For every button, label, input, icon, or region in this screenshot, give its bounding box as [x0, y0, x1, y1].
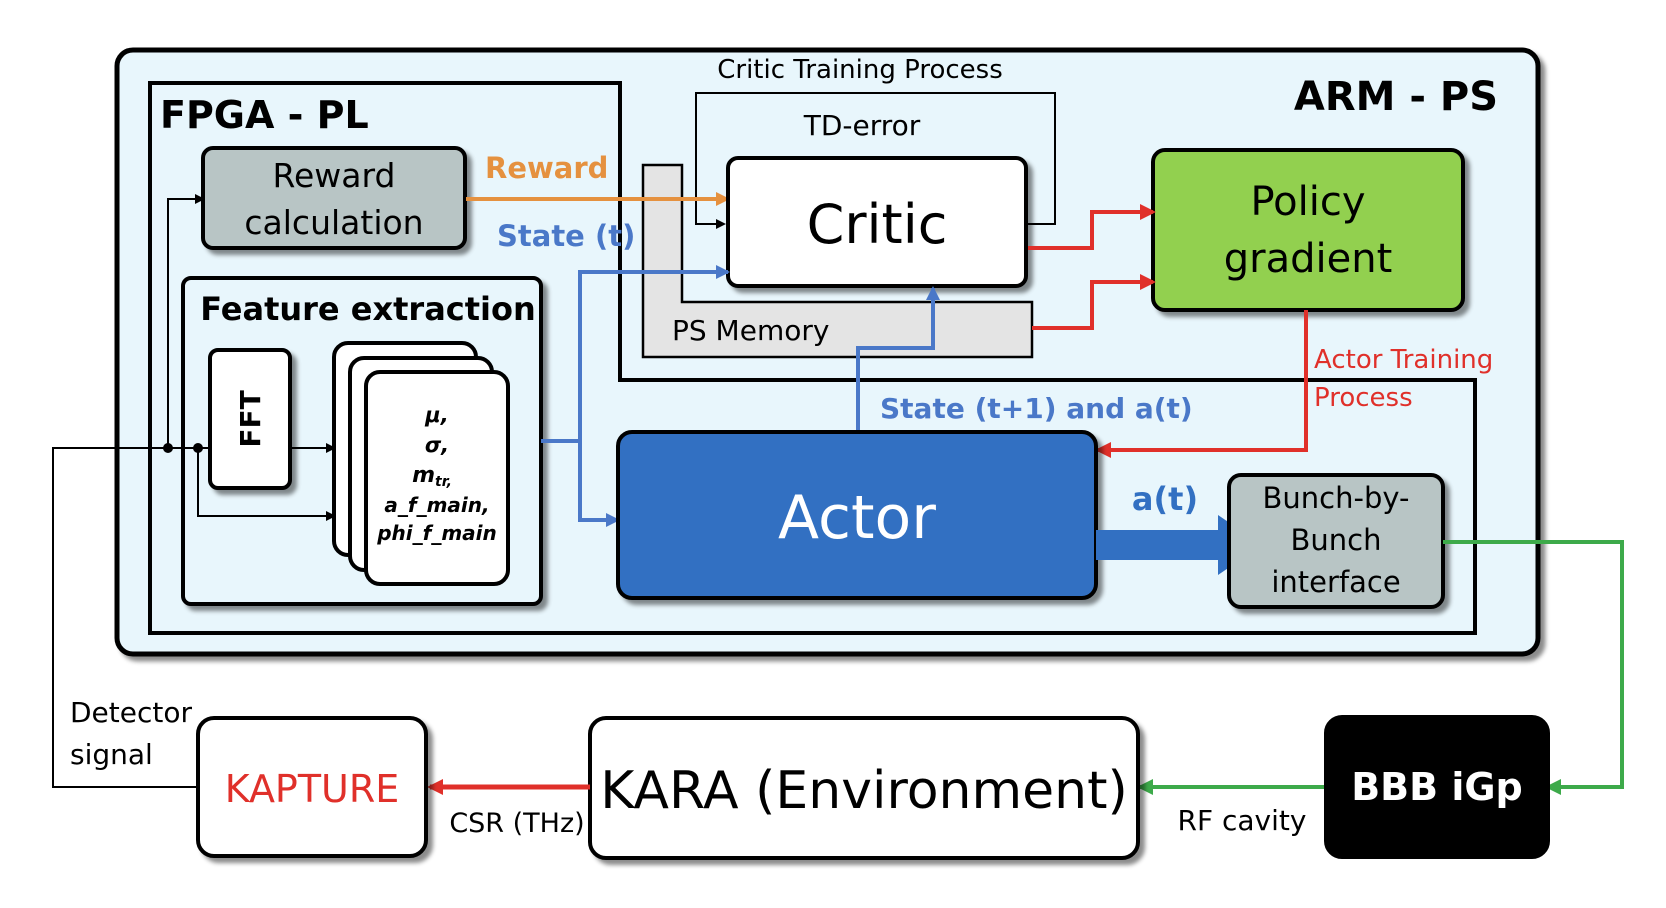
bunch-interface-line3: interface: [1271, 565, 1400, 599]
signal-to-reward-line: [167, 194, 205, 448]
kapture-label: KAPTURE: [225, 767, 400, 811]
actor-training-arrow: [1095, 310, 1308, 458]
kapture-box: [196, 716, 428, 858]
fpga-pl-label: FPGA - PL: [160, 93, 369, 137]
actor-box: [616, 430, 1098, 600]
fpga-pl-region: [148, 81, 1477, 635]
bbb-igp-label: BBB iGp: [1351, 765, 1523, 809]
state-t-label: State (t): [497, 219, 635, 253]
fft-label: FFT: [234, 390, 267, 447]
critic-training-loop: [695, 92, 1056, 229]
critic-training-label: Critic Training Process: [717, 55, 1003, 85]
bunch-interface-line1: Bunch-by-: [1263, 481, 1410, 515]
junction-dot-1: [163, 443, 173, 453]
detector-signal-line1: Detector: [70, 696, 192, 729]
kara-label: KARA (Environment): [600, 761, 1128, 821]
bunch-to-bbb-arrow: [1443, 540, 1624, 795]
feature-a-f-main: a_f_main,: [384, 493, 489, 517]
reward-calculation-line2: calculation: [244, 203, 423, 242]
policy-gradient-line1: Policy: [1250, 179, 1365, 225]
feature-m-sub: tr,: [435, 474, 452, 490]
actor-training-line2: Process: [1314, 383, 1413, 413]
reward-calculation-line1: Reward: [273, 156, 396, 195]
detector-signal-line: [52, 447, 198, 788]
ps-memory-label: PS Memory: [672, 314, 829, 347]
memory-to-policy-arrow: [1032, 274, 1156, 330]
csr-label: CSR (THz): [449, 808, 584, 839]
feature-phi-f-main: phi_f_main: [376, 521, 497, 545]
feature-m: m: [412, 463, 435, 488]
bbb-igp-box: [1324, 715, 1550, 859]
detector-signal-line2: signal: [70, 738, 153, 771]
at-arrow: [1096, 515, 1262, 575]
reward-arrow-label: Reward: [485, 151, 608, 185]
signal-bypass-line: [197, 448, 336, 521]
critic-box: [726, 156, 1028, 288]
feature-card-front: [364, 370, 510, 586]
policy-gradient-line2: gradient: [1224, 236, 1393, 282]
state-t1-label: State (t+1) and a(t): [880, 392, 1193, 425]
actor-training-line1: Actor Training: [1314, 345, 1493, 375]
feature-extraction-title: Feature extraction: [200, 290, 536, 328]
actor-label: Actor: [778, 483, 936, 553]
critic-to-policy-arrow: [1028, 204, 1156, 250]
policy-gradient-box: [1151, 148, 1465, 312]
arm-ps-label: ARM - PS: [1294, 74, 1498, 120]
feature-m-tr: mtr,: [412, 463, 452, 490]
junction-dot-2: [193, 443, 203, 453]
feature-mu: μ,: [424, 403, 448, 427]
state-t1-to-critic-arrow: [856, 286, 940, 432]
td-error-label: TD-error: [803, 109, 921, 142]
feature-sigma: σ,: [425, 433, 449, 457]
critic-label: Critic: [807, 193, 948, 256]
rf-cavity-label: RF cavity: [1178, 804, 1307, 837]
fft-box: [208, 348, 292, 490]
state-to-critic-arrow: [541, 265, 730, 443]
at-label: a(t): [1132, 480, 1198, 518]
bunch-interface-line2: Bunch: [1291, 523, 1382, 557]
state-to-actor-arrow: [578, 441, 620, 527]
